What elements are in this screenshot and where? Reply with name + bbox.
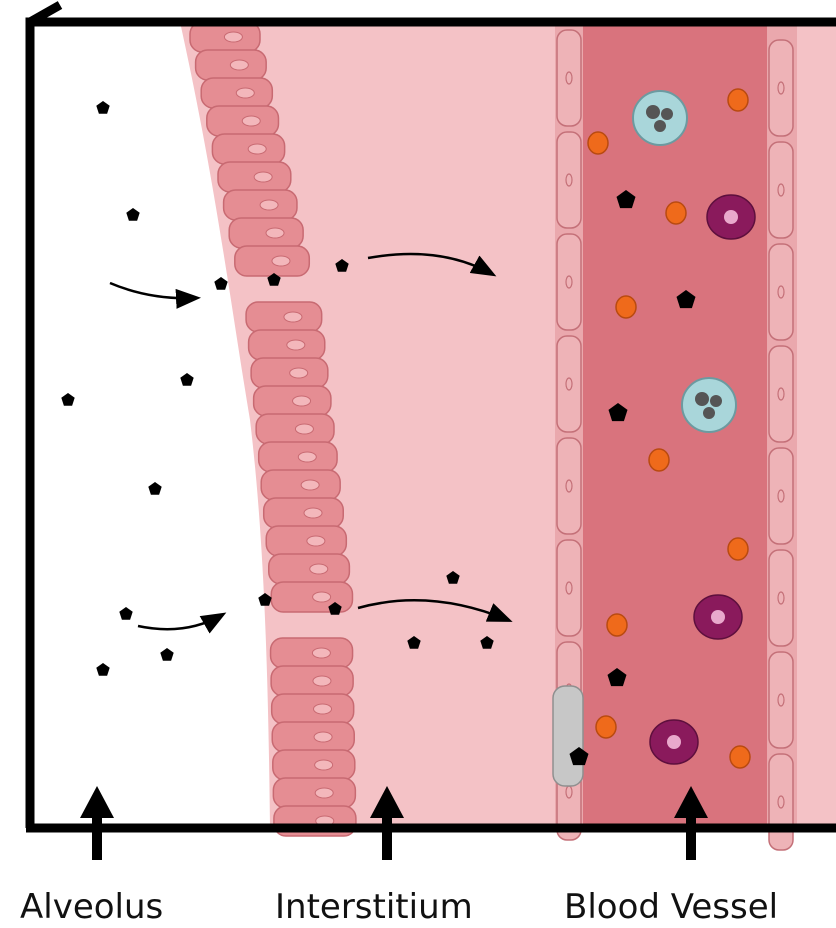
endothelial-cell [557, 234, 581, 330]
label-interstitium: Interstitium [275, 890, 473, 924]
endothelial-cell [769, 142, 793, 238]
epithelial-cell [212, 134, 284, 164]
epithelial-cell [273, 750, 355, 780]
epithelial-cell [271, 638, 353, 668]
endothelial-cell [557, 132, 581, 228]
endothelial-cell [557, 438, 581, 534]
epithelial-cell [235, 246, 309, 276]
red-cell-icon [596, 716, 616, 738]
epithelial-cell [272, 694, 354, 724]
epithelial-cell [229, 218, 303, 248]
grey-cell [553, 686, 583, 786]
epithelial-cell [201, 78, 272, 108]
epithelial-cell [251, 358, 328, 388]
red-cell-icon [649, 449, 669, 471]
epithelial-cell [272, 722, 354, 752]
epithelial-cell [259, 442, 337, 472]
red-cell-icon [616, 296, 636, 318]
red-cell-icon [607, 614, 627, 636]
epithelial-cell [224, 190, 297, 220]
epithelial-cell [249, 330, 325, 360]
red-cell-icon [728, 89, 748, 111]
neutrophil-icon [633, 91, 687, 145]
monocyte-icon [694, 595, 742, 639]
endothelial-cell [557, 336, 581, 432]
endothelial-cell [769, 754, 793, 850]
red-cell-icon [666, 202, 686, 224]
epithelial-cell [218, 162, 291, 192]
label-alveolus: Alveolus [20, 890, 163, 924]
epithelial-cell [266, 526, 346, 556]
monocyte-icon [650, 720, 698, 764]
epithelial-cell [264, 498, 344, 528]
epithelial-cell [271, 666, 353, 696]
epithelial-cell [256, 414, 334, 444]
epithelial-cell [269, 554, 350, 584]
red-cell-icon [588, 132, 608, 154]
red-cell-icon [730, 746, 750, 768]
epithelial-cell [196, 50, 267, 80]
neutrophil-icon [682, 378, 736, 432]
endothelial-cell [769, 346, 793, 442]
red-cell-icon [728, 538, 748, 560]
epithelial-cell [246, 302, 322, 332]
endothelial-cell [769, 652, 793, 748]
endothelial-cell [769, 40, 793, 136]
epithelial-cell [207, 106, 279, 136]
epithelial-cell [273, 778, 355, 808]
epithelial-cell [261, 470, 340, 500]
epithelial-cell [254, 386, 331, 416]
label-blood-vessel: Blood Vessel [564, 890, 778, 924]
endothelial-cell [769, 244, 793, 340]
endothelial-cell [769, 448, 793, 544]
endothelial-cell [769, 550, 793, 646]
vessel-lumen [583, 22, 767, 828]
endothelial-cell [557, 540, 581, 636]
monocyte-icon [707, 195, 755, 239]
endothelial-cell [557, 30, 581, 126]
